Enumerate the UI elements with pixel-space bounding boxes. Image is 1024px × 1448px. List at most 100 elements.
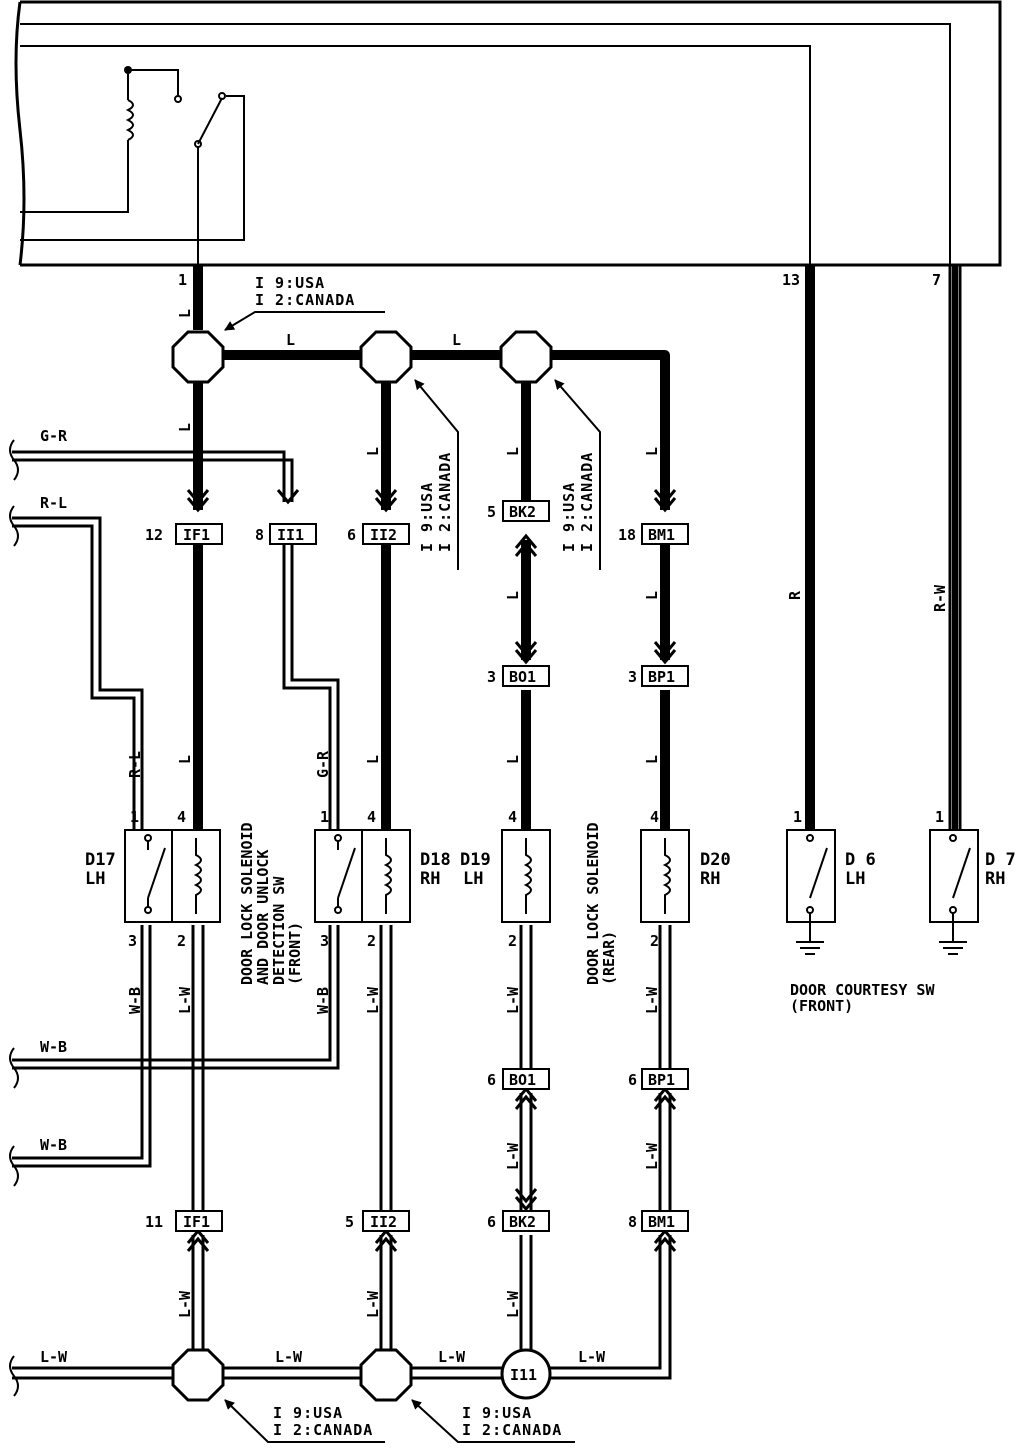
svg-text:4: 4 [508,808,517,826]
l-labels: L L L L L L L L L L L L L R R-W [176,309,949,764]
svg-text:3: 3 [320,932,329,950]
svg-text:4: 4 [367,808,376,826]
connectors: 12 IF1 8 II1 6 II2 5 BK2 1 8 BM1 3 BO1 [145,500,689,1232]
dbl-labels: R-L G-R W-B W-B L-W L-W L-W L-W L-W L-W … [126,750,661,1366]
svg-text:DETECTION SW: DETECTION SW [270,876,288,985]
svg-text:L-W: L-W [504,986,522,1014]
component-d20: D20 RH 4 2 [640,808,731,950]
svg-text:5: 5 [345,1213,354,1231]
svg-text:BM1: BM1 [648,1213,675,1231]
svg-text:DOOR LOCK SOLENOID: DOOR LOCK SOLENOID [584,822,602,985]
svg-text:R-L: R-L [126,751,144,778]
svg-text:I 9:USA: I 9:USA [462,1404,532,1422]
svg-text:2: 2 [508,932,517,950]
connector-bk2-top: 5 BK2 [487,500,550,522]
svg-text:6: 6 [628,1071,637,1089]
svg-text:L-W: L-W [578,1348,606,1366]
left-wire-wb2: W-B [40,1136,67,1154]
svg-text:RH: RH [985,869,1005,889]
svg-text:L: L [643,447,661,456]
connector-ii1: 8 II1 [255,523,317,545]
svg-text:I 2:CANADA: I 2:CANADA [436,452,454,552]
svg-text:BK2: BK2 [509,503,536,521]
svg-text:W-B: W-B [314,987,332,1014]
left-wire-rl: R-L [40,494,67,512]
svg-text:6: 6 [347,526,356,544]
splice-bottom: I11 [171,1348,552,1402]
svg-text:L-W: L-W [176,1290,194,1318]
svg-text:1: 1 [320,808,329,826]
svg-text:L: L [364,447,382,456]
svg-text:L-W: L-W [438,1348,466,1366]
svg-text:L: L [504,447,522,456]
svg-text:L: L [176,423,194,432]
svg-text:2: 2 [650,932,659,950]
connector-if1-bot: 11 IF1 [145,1210,223,1232]
wire-breaks [9,439,19,1397]
svg-text:II2: II2 [370,1213,397,1231]
svg-text:L-W: L-W [176,986,194,1014]
svg-text:L: L [364,755,382,764]
svg-text:L-W: L-W [504,1290,522,1318]
svg-text:DOOR LOCK SOLENOID: DOOR LOCK SOLENOID [238,822,256,985]
svg-text:I 2:CANADA: I 2:CANADA [578,452,596,552]
connector-bm1-bot: 8 BM1 [628,1210,689,1232]
connector-bo1-top: 3 BO1 [487,665,550,687]
svg-text:L: L [643,755,661,764]
svg-text:LH: LH [463,869,483,889]
splice-note-bottom-2: I 9:USA I 2:CANADA [411,1399,575,1443]
svg-text:I 9:USA: I 9:USA [255,274,325,292]
connector-bk2-bot: 6 BK2 [487,1210,550,1232]
svg-text:2: 2 [367,932,376,950]
splice-note-3: I 9:USA I 2:CANADA [554,379,601,570]
connector-if1-top: 12 IF1 [145,523,223,545]
svg-text:I 2:CANADA: I 2:CANADA [273,1421,373,1439]
svg-text:AND DOOR UNLOCK: AND DOOR UNLOCK [254,850,272,985]
module-box [14,0,1002,267]
svg-text:L-W: L-W [275,1348,303,1366]
svg-text:LH: LH [845,869,865,889]
svg-text:8: 8 [255,526,264,544]
component-d18: D18 RH 1 4 3 2 [314,808,451,950]
svg-text:5: 5 [487,503,496,521]
svg-text:L: L [504,755,522,764]
connector-bo1-bot: 6 BO1 [487,1068,550,1090]
svg-text:BO1: BO1 [509,668,536,686]
svg-text:(REAR): (REAR) [600,931,618,985]
svg-text:1: 1 [793,808,802,826]
svg-text:II2: II2 [370,526,397,544]
pin-13: 13 [782,271,800,289]
arrow-marks [186,489,677,665]
caption-courtesy: DOOR COURTESY SW (FRONT) [790,981,935,1015]
svg-text:RH: RH [700,869,720,889]
svg-text:I 9:USA: I 9:USA [560,482,578,552]
svg-text:L-W: L-W [643,1142,661,1170]
caption-front: DOOR LOCK SOLENOID AND DOOR UNLOCK DETEC… [238,822,304,985]
svg-text:D 6: D 6 [845,850,876,870]
svg-text:DOOR COURTESY SW: DOOR COURTESY SW [790,981,935,999]
component-d7: D 7 RH 1 [929,808,1016,955]
svg-text:D20: D20 [700,850,731,870]
svg-text:L: L [176,309,194,318]
svg-text:2: 2 [177,932,186,950]
component-d17: D17 LH 1 4 3 2 [85,808,221,950]
svg-text:3: 3 [487,668,496,686]
svg-text:L-W: L-W [504,1142,522,1170]
double-wires [12,265,962,1380]
splice-note-2: I 9:USA I 2:CANADA [414,379,459,570]
left-wire-gr: G-R [40,427,68,445]
svg-text:I 2:CANADA: I 2:CANADA [255,291,355,309]
svg-text:D 7: D 7 [985,850,1016,870]
svg-text:I 9:USA: I 9:USA [273,1404,343,1422]
svg-text:8: 8 [628,1213,637,1231]
svg-text:II1: II1 [277,526,304,544]
svg-text:D17: D17 [85,850,116,870]
svg-text:1: 1 [935,808,944,826]
svg-text:BP1: BP1 [648,1071,675,1089]
svg-text:BK2: BK2 [509,1213,536,1231]
svg-text:11: 11 [145,1213,163,1231]
svg-text:3: 3 [128,932,137,950]
junction-i11: I11 [510,1366,537,1384]
component-d19: D19 LH 4 2 [460,808,551,950]
